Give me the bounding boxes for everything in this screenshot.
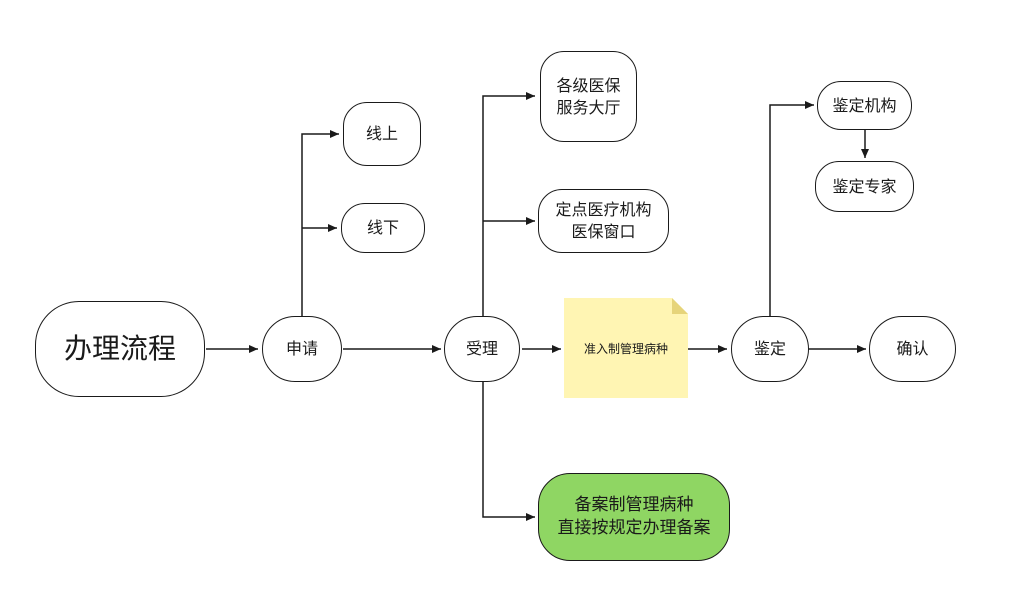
edge-apply-online <box>301 130 339 316</box>
node-filing-disease: 备案制管理病种 直接按规定办理备案 <box>538 473 730 561</box>
node-online: 线上 <box>343 102 421 166</box>
node-window: 定点医疗机构 医保窗口 <box>538 189 669 253</box>
note-shape <box>564 298 688 398</box>
node-hall: 各级医保 服务大厅 <box>540 51 637 142</box>
node-apply: 申请 <box>262 316 342 382</box>
node-offline: 线下 <box>341 203 425 253</box>
edge-appraise-org <box>769 101 814 316</box>
edge-accept-hall <box>482 92 535 316</box>
node-process: 办理流程 <box>35 301 205 397</box>
node-accept: 受理 <box>444 316 520 382</box>
node-appraise: 鉴定 <box>731 316 809 382</box>
edge-accept-filing <box>482 382 535 521</box>
node-appraise-org: 鉴定机构 <box>817 81 912 130</box>
node-confirm: 确认 <box>869 316 956 382</box>
node-appraise-expert: 鉴定专家 <box>815 161 914 212</box>
node-access-disease: 准入制管理病种 <box>583 341 668 356</box>
